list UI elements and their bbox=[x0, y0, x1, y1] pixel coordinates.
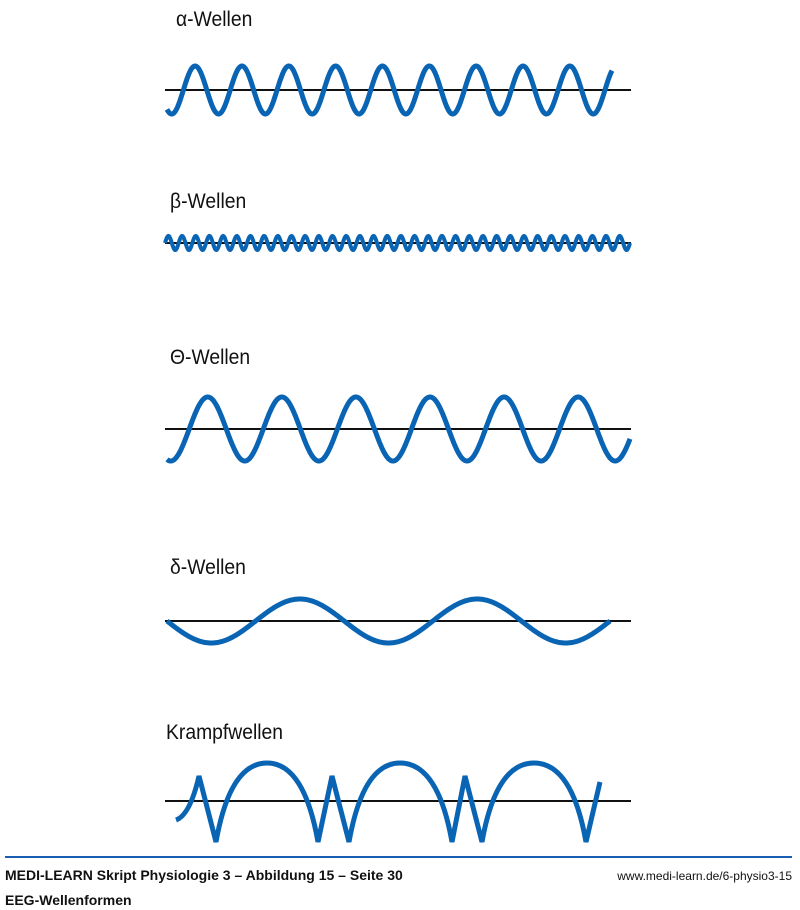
delta-wave bbox=[165, 596, 612, 646]
alpha-waves-label: α-Wellen bbox=[176, 8, 253, 31]
beta-waves-label: β-Wellen bbox=[170, 190, 247, 213]
delta-waves-label: δ-Wellen bbox=[170, 556, 246, 579]
footer-subtitle: EEG-Wellenformen bbox=[5, 892, 132, 908]
footer-url: www.medi-learn.de/6-physio3-15 bbox=[617, 869, 792, 883]
beta-wave bbox=[163, 233, 632, 253]
spike-wave bbox=[174, 760, 603, 843]
theta-waves-label: Θ-Wellen bbox=[170, 346, 251, 369]
footer-rule bbox=[5, 856, 792, 858]
footer-title: MEDI-LEARN Skript Physiologie 3 – Abbild… bbox=[5, 867, 403, 883]
spike-waves-label: Krampfwellen bbox=[166, 721, 284, 744]
theta-wave bbox=[165, 394, 633, 464]
alpha-wave bbox=[164, 63, 615, 117]
